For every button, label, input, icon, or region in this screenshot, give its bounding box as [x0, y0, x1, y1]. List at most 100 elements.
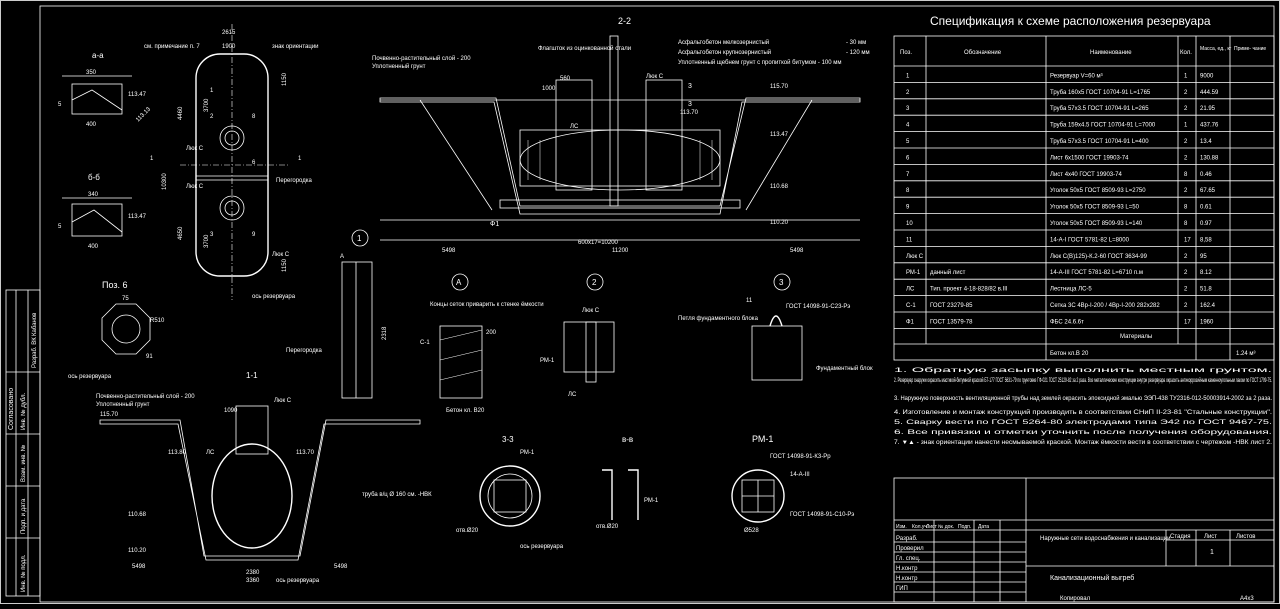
spec-cell: ЛС — [906, 287, 915, 293]
svg-text:Перегородка: Перегородка — [286, 348, 323, 354]
svg-text:1: 1 — [357, 234, 362, 243]
svg-text:113.47: 113.47 — [128, 214, 147, 220]
svg-text:ЛС: ЛС — [568, 392, 577, 398]
rm1-detail: РМ-1 ГОСТ 14098-91-К3-Рр 14-А-III ГОСТ 1… — [731, 434, 854, 534]
stamp-role: Н.контр — [896, 576, 918, 582]
spec-cell: 437.76 — [1200, 123, 1219, 129]
stamp-sheet-name: Канализационный выгреб — [1050, 574, 1134, 582]
svg-text:560: 560 — [560, 76, 571, 82]
section-11: 1-1 Почвенно-растительный слой - 200 Упл… — [96, 371, 432, 584]
spec-cell: 8 — [1184, 221, 1188, 227]
spec-cell: 8.12 — [1200, 270, 1212, 276]
svg-text:8: 8 — [252, 114, 256, 120]
svg-text:ЛС: ЛС — [206, 450, 215, 456]
svg-text:ГОСТ 14098-91-С23-Рэ: ГОСТ 14098-91-С23-Рэ — [786, 304, 850, 310]
detail-3: 3 ГОСТ 14098-91-С23-Рэ Петля фундаментно… — [678, 273, 873, 381]
spec-cell: 9000 — [1200, 73, 1214, 79]
svg-text:2: 2 — [592, 278, 597, 287]
spec-cell: 1960 — [1200, 319, 1214, 325]
svg-text:400: 400 — [88, 244, 99, 250]
svg-text:110.20: 110.20 — [770, 220, 789, 226]
svg-text:РМ-1: РМ-1 — [644, 498, 659, 504]
spec-cell: 10 — [906, 221, 913, 227]
spec-cell: 14-А-III ГОСТ 5781-82 L=6710 п.м — [1050, 270, 1143, 276]
svg-text:3: 3 — [688, 83, 692, 90]
stamp-sheet-label: Лист — [1204, 534, 1217, 540]
tank-plan: 2615 1900 см. примечание п. 7 знак ориен… — [144, 24, 319, 300]
svg-text:Люк С: Люк С — [186, 146, 204, 152]
spec-materials-label: Материалы — [1120, 334, 1152, 340]
svg-text:1: 1 — [150, 156, 154, 162]
stamp-stage: Стадия — [1170, 534, 1190, 540]
note-line: 3. Наружную поверхность вентиляционной т… — [894, 395, 1272, 402]
spec-cell: 7 — [906, 172, 910, 178]
svg-text:3700: 3700 — [204, 234, 210, 248]
side-stamp: Согласовано Инв. № подл. Подп. и дата Вз… — [5, 289, 41, 597]
svg-text:1: 1 — [210, 88, 214, 94]
spec-cell: 8 — [1184, 172, 1188, 178]
svg-text:113.13: 113.13 — [135, 106, 152, 123]
section-22: 2-2 Почвенно-растительный слой - 200 Упл… — [372, 16, 870, 254]
side-stamp-author-name: Кабанов — [32, 313, 38, 336]
spec-cell: Сетка 3С 4Вр-I-200 / 4Вр-I-200 282х282 — [1050, 303, 1160, 309]
spec-cell: 67.65 — [1200, 188, 1216, 194]
side-stamp-agreed: Согласовано — [8, 388, 15, 430]
stamp-role: Проверил — [896, 546, 924, 552]
spec-cell: 6 — [906, 155, 910, 161]
svg-text:1150: 1150 — [282, 258, 288, 272]
section-33: 3-3 РМ-1 отв.Ø20 ось резервуара — [456, 435, 564, 550]
spec-cell: 8 — [1184, 205, 1188, 211]
svg-text:3700: 3700 — [204, 98, 210, 112]
view-bb-title: б-б — [88, 173, 100, 182]
spec-cell: 2 — [1184, 106, 1188, 112]
svg-text:Люк С: Люк С — [582, 308, 600, 314]
stamp-role: Н.контр — [896, 566, 918, 572]
section-33-title: 3-3 — [502, 435, 514, 444]
note-line: 5. Сварку вести по ГОСТ 5264-80 электрод… — [894, 420, 1273, 426]
svg-text:Концы сеток приварить к стенке: Концы сеток приварить к стенке ёмкости — [430, 302, 544, 308]
stamp-project: Наружные сети водоснабжения и канализаци… — [1040, 536, 1171, 542]
spec-header-name: Наименование — [1090, 50, 1132, 56]
spec-cell: 2 — [1184, 155, 1188, 161]
spec-cell: 2 — [1184, 254, 1188, 260]
svg-text:отв.Ø20: отв.Ø20 — [456, 528, 479, 534]
spec-cell: 0.46 — [1200, 172, 1212, 178]
note-line: 4. Изготовление и монтаж конструкций про… — [894, 409, 1272, 416]
stamp-sheets-label: Листов — [1236, 534, 1256, 540]
svg-text:2380: 2380 — [246, 570, 260, 576]
svg-text:Асфальтобетон крупнозернистый: Асфальтобетон крупнозернистый — [678, 49, 771, 56]
spec-cell: РМ-1 — [906, 270, 921, 276]
stamp-copied: Копировал — [1060, 596, 1091, 602]
svg-text:ГОСТ 14098-91-К3-Рр: ГОСТ 14098-91-К3-Рр — [770, 454, 831, 460]
svg-text:110.68: 110.68 — [770, 184, 789, 190]
svg-text:350: 350 — [86, 70, 97, 76]
svg-text:9: 9 — [252, 232, 256, 238]
spec-cell: 11 — [906, 237, 913, 243]
svg-text:340: 340 — [88, 192, 99, 198]
spec-cell: 17 — [1184, 237, 1191, 243]
svg-text:Люк С: Люк С — [646, 74, 664, 80]
notes-block: 1. Обратную засыпку выполнить местным гр… — [894, 368, 1273, 446]
svg-text:5498: 5498 — [132, 564, 146, 570]
svg-text:ось резервуара: ось резервуара — [252, 294, 296, 300]
spec-cell: Труба 57х3.5 ГОСТ 10704-91 L=265 — [1050, 106, 1149, 112]
svg-text:Люк С: Люк С — [186, 184, 204, 190]
detail-A: А Концы сеток приварить к стенке ёмкости… — [420, 273, 544, 414]
note-line: 1. Обратную засыпку выполнить местным гр… — [894, 368, 1273, 374]
spec-cell: С-1 — [906, 303, 916, 309]
svg-text:R510: R510 — [150, 318, 165, 324]
spec-cell: 0.97 — [1200, 221, 1212, 227]
svg-text:400: 400 — [86, 122, 97, 128]
svg-text:113.47: 113.47 — [770, 132, 789, 138]
svg-text:РМ-1: РМ-1 — [540, 358, 555, 364]
svg-text:- 30 мм: - 30 мм — [846, 40, 866, 46]
svg-text:отв.Ø20: отв.Ø20 — [596, 524, 619, 530]
section-11-title: 1-1 — [246, 371, 258, 380]
svg-text:ось резервуара: ось резервуара — [68, 374, 112, 380]
spec-cell: 0.61 — [1200, 205, 1212, 211]
stamp-header-cell: Изм. — [896, 524, 907, 530]
svg-text:3: 3 — [688, 101, 692, 108]
